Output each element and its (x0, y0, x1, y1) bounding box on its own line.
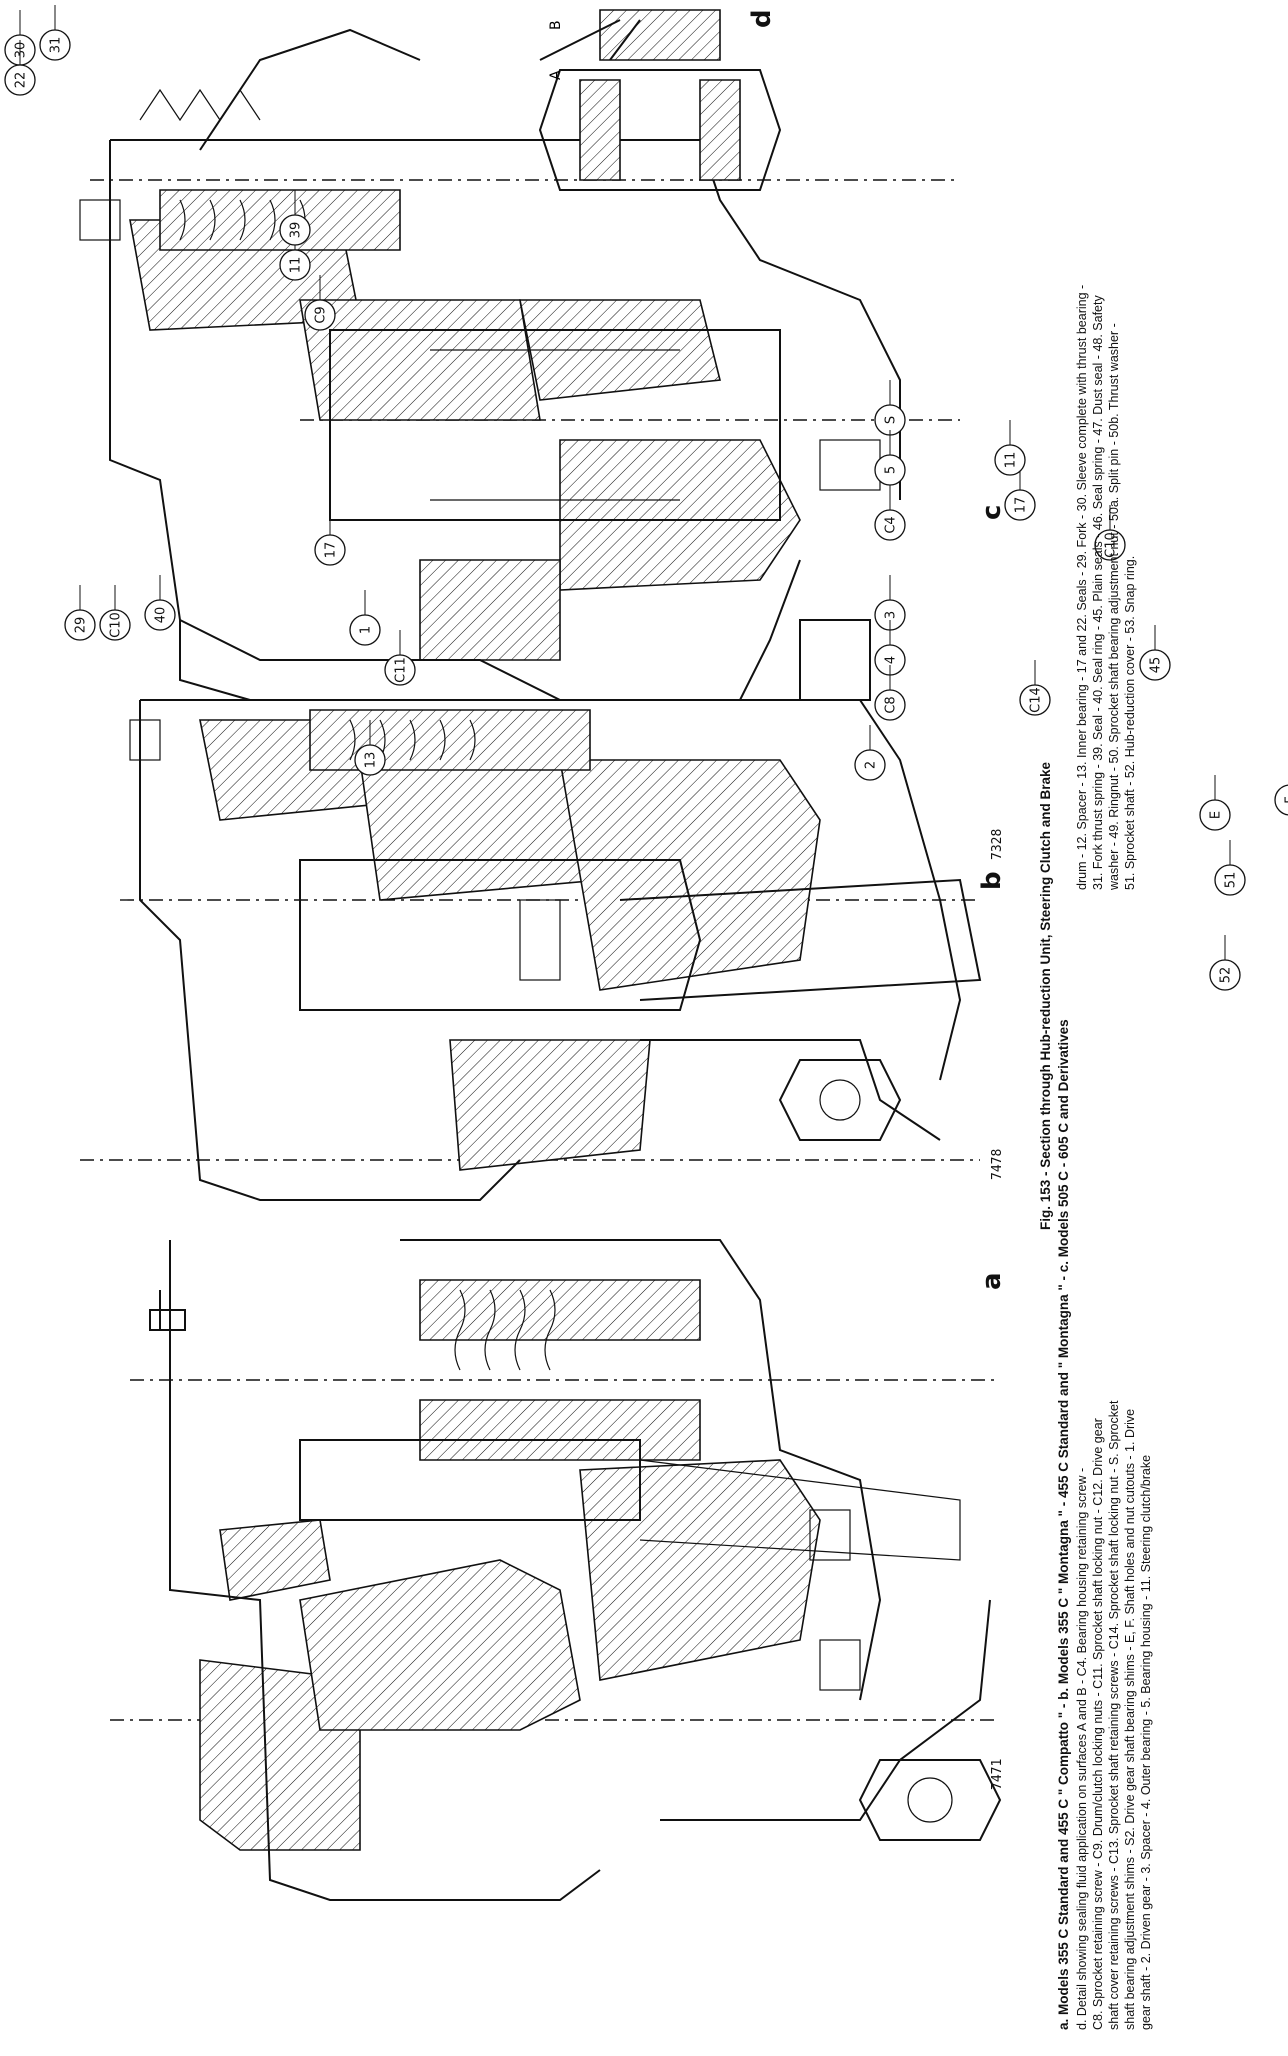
callout-label: C4 (884, 516, 899, 533)
surface-a-label: A (548, 70, 564, 80)
callout-label: 3 (884, 611, 899, 619)
callout-label: 40 (154, 607, 169, 624)
panel-b-drawing-number: 7478 (990, 1149, 1005, 1180)
panel-c-callouts: S 5C4 3 4C8 2 13 C11 1 17 C9 11 39 40 C10 29 31 30 22 (4, 5, 906, 781)
callout-c-c8: C8 (874, 665, 906, 721)
caption-line-2: C8. Sprocket retaining screw - C9. Drum/… (1091, 1418, 1105, 2030)
callout-c-22: 22 (4, 40, 36, 96)
caption-line-5: gear shaft - 2. Driven gear - 3. Spacer … (1139, 1455, 1153, 2030)
caption-line-3: shaft cover retaining screws - C13. Spro… (1107, 1400, 1121, 2030)
callout-label: 51 (1224, 872, 1239, 889)
callout-c-13: 13 (354, 720, 386, 776)
panel-b-section-drawing (80, 699, 982, 1201)
callout-b-45: 45 (1139, 625, 1171, 681)
callout-label: 11 (1004, 452, 1019, 469)
callout-label: C10 (1104, 532, 1119, 558)
callout-label: 17 (1014, 497, 1029, 514)
panel-d-detail-drawing (538, 9, 782, 191)
callout-label: 11 (289, 257, 304, 274)
callout-b-c14: C14 (1019, 660, 1051, 716)
panel-c-section-drawing (79, 28, 960, 701)
caption-line-9: 51. Sprocket shaft - 52. Hub-reduction c… (1123, 556, 1137, 890)
callout-b-c10: C10 (1094, 505, 1126, 561)
caption-title: Fig. 153 - Section through Hub-reduction… (1038, 761, 1053, 1230)
callout-label: F (1284, 796, 1288, 803)
panel-a-letter: a (977, 1272, 1007, 1290)
caption-models-line: a. Models 355 C Standard and 455 C " Com… (1056, 1019, 1071, 2030)
callout-label: C14 (1029, 687, 1044, 713)
callout-c-39: 39 (279, 190, 311, 246)
caption-line-1: d. Detail showing sealing fluid applicat… (1075, 1468, 1089, 2030)
panel-c-drawing-number: 7328 (990, 829, 1005, 860)
callout-c-17: 17 (314, 510, 346, 566)
callout-label: 5 (884, 466, 899, 474)
callout-c-c11: C11 (384, 630, 416, 686)
callout-label: 13 (364, 752, 379, 769)
callout-b-f: F (1274, 784, 1288, 816)
callout-c-2: 2 (854, 725, 886, 781)
callout-b-52: 52 (1209, 935, 1241, 991)
panel-a-section-drawing (110, 1239, 1002, 1901)
panel-a-drawing-number: 7471 (990, 1759, 1005, 1790)
callout-c-c10: C10 (99, 585, 131, 641)
panel-b-callouts: 53124647484950b50a50FE515245C101711C14 (994, 420, 1288, 991)
callout-label: 4 (884, 656, 899, 664)
callout-label: 30 (14, 42, 29, 59)
callout-b-51: 51 (1214, 840, 1246, 896)
callout-c-40: 40 (144, 575, 176, 631)
panel-d-letter: d (747, 9, 777, 28)
caption-line-4: shaft bearing adjustment shims - S2. Dri… (1123, 1409, 1137, 2030)
caption-line-7: 31. Fork thrust spring - 39. Seal - 40. … (1091, 295, 1105, 890)
callout-label: C10 (109, 612, 124, 638)
callout-label: C8 (884, 696, 899, 713)
callout-c-31: 31 (39, 5, 71, 61)
callout-c-1: 1 (349, 590, 381, 646)
callout-b-11: 11 (994, 420, 1026, 476)
callout-label: 39 (289, 222, 304, 239)
callout-c-29: 29 (64, 585, 96, 641)
callout-label: 29 (74, 617, 89, 634)
callout-label: S (884, 416, 899, 424)
callout-b-e: E (1199, 775, 1231, 831)
callout-c-c9: C9 (304, 275, 336, 331)
callout-label: C9 (314, 306, 329, 323)
callout-label: C11 (394, 657, 409, 683)
callout-label: 1 (359, 626, 374, 634)
caption-line-6: drum - 12. Spacer - 13. Inner bearing - … (1075, 285, 1089, 890)
callout-label: 2 (864, 761, 879, 769)
callout-label: 45 (1149, 657, 1164, 674)
callout-label: 52 (1219, 967, 1234, 984)
callout-label: E (1209, 811, 1224, 819)
figure-caption: Fig. 153 - Section through Hub-reduction… (1038, 285, 1153, 2030)
callout-c-11: 11 (279, 225, 311, 281)
callout-c-c4: C4 (874, 485, 906, 541)
panel-c-letter: c (977, 505, 1007, 520)
callout-label: 17 (324, 542, 339, 559)
callout-label: 22 (14, 72, 29, 89)
callout-label: 31 (49, 37, 64, 54)
callout-c-3: 3 (874, 575, 906, 631)
caption-line-8: washer - 49. Ringnut - 50. Sprocket shaf… (1107, 323, 1121, 891)
surface-b-label: B (548, 20, 564, 30)
panel-b-letter: b (977, 871, 1007, 890)
